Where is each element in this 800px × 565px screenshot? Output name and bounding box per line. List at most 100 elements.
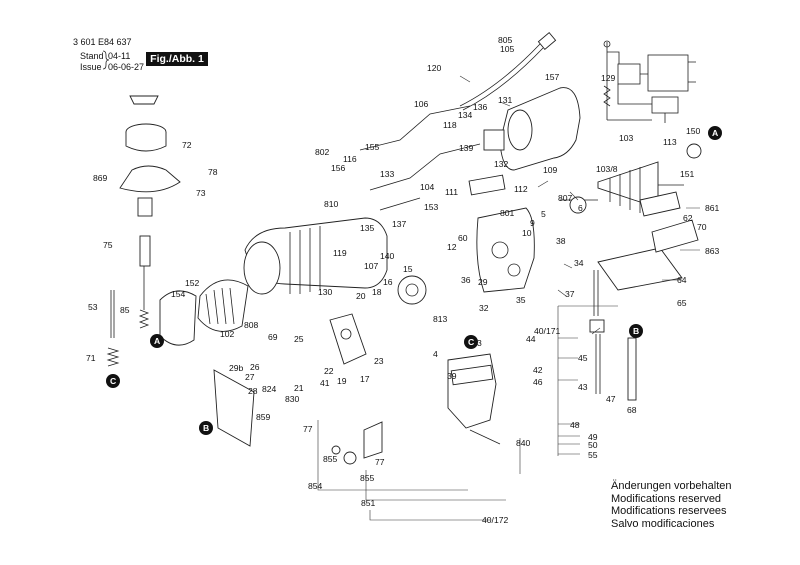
- part-label: 869: [93, 173, 108, 183]
- part-label: 43: [578, 382, 588, 392]
- svg-text:A: A: [712, 128, 718, 138]
- part-label: 840: [516, 438, 531, 448]
- part-label: 805: [498, 35, 513, 45]
- svg-text:C: C: [468, 337, 474, 347]
- part-label: 102: [220, 329, 235, 339]
- part-label: 153: [424, 202, 439, 212]
- power-cable: [459, 32, 557, 111]
- part-label: 42: [533, 365, 543, 375]
- part-label: 103/8: [596, 164, 618, 174]
- part-label: 801: [500, 208, 515, 218]
- part-label: 130: [318, 287, 333, 297]
- part-label: 21: [294, 383, 304, 393]
- part-label: 112: [514, 184, 528, 194]
- part-label: 70: [697, 222, 707, 232]
- guide-attachment-assembly: [119, 95, 181, 329]
- part-label: 28: [248, 386, 258, 396]
- callout-c-left: C: [106, 374, 120, 388]
- part-label: 855: [360, 473, 375, 483]
- part-label: 863: [705, 246, 720, 256]
- leader-lines: [459, 75, 700, 335]
- wiring-schematic: [603, 40, 696, 123]
- part-label: 109: [543, 165, 558, 175]
- document-number: 3 601 E84 637: [73, 37, 132, 47]
- part-label: 69: [268, 332, 278, 342]
- part-label: 107: [364, 261, 379, 271]
- field-housing: [499, 87, 581, 171]
- part-label: 45: [578, 353, 588, 363]
- callout-a-left: A: [150, 334, 164, 348]
- part-label: 12: [447, 242, 457, 252]
- part-label: 807: [558, 193, 573, 203]
- part-label: 29: [478, 277, 488, 287]
- part-label: 154: [171, 289, 186, 299]
- part-label: 132: [494, 159, 509, 169]
- part-label: 48: [570, 420, 580, 430]
- part-label: 29b: [229, 363, 244, 373]
- motor-housing: [243, 217, 388, 295]
- part-label: 104: [420, 182, 435, 192]
- part-label: 25: [294, 334, 304, 344]
- part-label: 150: [686, 126, 701, 136]
- issue-label: Issue: [80, 62, 102, 72]
- part-label: 824: [262, 384, 277, 394]
- issue-value: 06-06-27: [108, 62, 145, 72]
- part-label: 808: [244, 320, 259, 330]
- svg-text:C: C: [110, 376, 116, 386]
- callout-b-left: B: [199, 421, 213, 435]
- assembly-brackets: [317, 305, 618, 521]
- svg-text:A: A: [154, 336, 160, 346]
- part-label: 44: [526, 334, 536, 344]
- part-label: 137: [392, 219, 407, 229]
- part-label: 155: [365, 142, 380, 152]
- front-housing: [447, 353, 501, 445]
- part-label: 68: [627, 405, 637, 415]
- part-label: 55: [588, 450, 598, 460]
- part-label: 32: [479, 303, 489, 313]
- note-line: Änderungen vorbehalten: [611, 480, 732, 492]
- part-label: 71: [86, 353, 96, 363]
- part-label: 105: [500, 44, 515, 54]
- part-label: 77: [303, 424, 313, 434]
- part-label: 3: [477, 338, 482, 348]
- part-label: 151: [680, 169, 695, 179]
- part-label: 157: [545, 72, 560, 82]
- note-line: Salvo modificaciones: [611, 517, 715, 530]
- part-label: 23: [374, 356, 384, 366]
- part-label: 36: [461, 275, 471, 285]
- part-label: 830: [285, 394, 300, 404]
- part-label: 139: [459, 143, 474, 153]
- part-label: 75: [103, 240, 113, 250]
- part-label: 131: [498, 95, 513, 105]
- part-label: 60: [458, 233, 468, 243]
- callout-c-center: C: [464, 335, 478, 349]
- base-plate: [597, 191, 699, 291]
- part-label: 855: [323, 454, 338, 464]
- part-label: 50: [588, 440, 598, 450]
- part-label: 40/172: [482, 515, 509, 525]
- part-label: 40/171: [534, 326, 561, 336]
- svg-text:B: B: [203, 423, 209, 433]
- part-label: 134: [458, 110, 473, 120]
- part-label: 27: [245, 372, 255, 382]
- part-label: 133: [380, 169, 395, 179]
- part-label: 129: [601, 73, 616, 83]
- stand-label: Stand: [80, 51, 104, 61]
- callout-a-top: A: [708, 126, 722, 140]
- part-label: 103: [619, 133, 634, 143]
- part-label: 116: [343, 154, 357, 164]
- part-label: 140: [380, 251, 395, 261]
- part-label: 16: [383, 277, 393, 287]
- counterweight-plate: [329, 313, 367, 365]
- brush-board: [359, 105, 506, 211]
- part-label: 85: [120, 305, 130, 315]
- part-label: 35: [516, 295, 526, 305]
- stator: [197, 279, 249, 332]
- part-label: 38: [556, 236, 566, 246]
- callout-b-right: B: [629, 324, 643, 338]
- fan: [159, 290, 197, 346]
- part-label: 22: [324, 366, 334, 376]
- svg-text:B: B: [633, 326, 639, 336]
- part-label: 120: [427, 63, 442, 73]
